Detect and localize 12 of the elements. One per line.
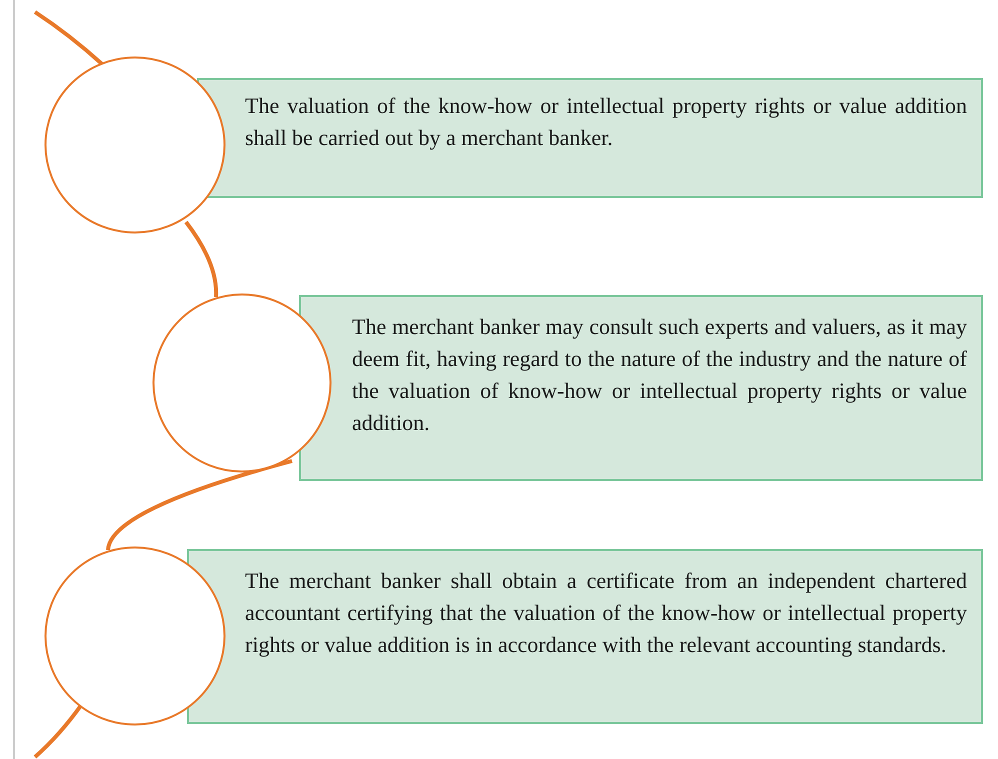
description-text: The merchant banker shall obtain a certificate from an independent chartered accountant certifying that the valuation of the know-how or intellectual property rights or value addition is in accordance with the relevant accounting standards. bbox=[245, 567, 967, 659]
connector-line bbox=[106, 459, 293, 550]
connector-line bbox=[34, 10, 104, 66]
circle-node bbox=[152, 293, 332, 473]
text-box bbox=[197, 78, 983, 198]
text-box bbox=[299, 295, 983, 481]
description-text: The valuation of the know-how or intellectual property rights or value addition shall be carried out by a merchant banker. bbox=[245, 92, 967, 152]
connector-line bbox=[184, 220, 218, 298]
description-text: The merchant banker may consult such experts and valuers, as it may deem fit, having regard to the nature of the industry and the nature of the valuation of know-how or intellectual property rights or value addition. bbox=[352, 313, 967, 437]
circle-node bbox=[44, 546, 226, 726]
circle-node bbox=[44, 56, 226, 234]
text-box bbox=[187, 549, 983, 724]
